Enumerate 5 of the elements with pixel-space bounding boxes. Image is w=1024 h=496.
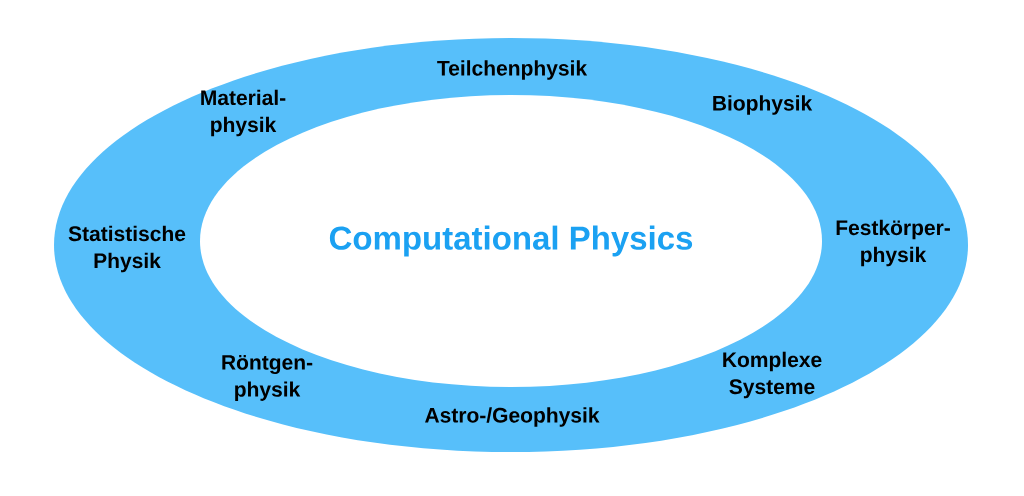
field-label: Festkörper- physik	[836, 219, 950, 267]
field-label: Astro-/Geophysik	[425, 407, 600, 427]
field-label: Statistische Physik	[68, 225, 186, 273]
field-label: Biophysik	[713, 95, 813, 115]
field-label: Teilchenphysik	[437, 60, 588, 80]
